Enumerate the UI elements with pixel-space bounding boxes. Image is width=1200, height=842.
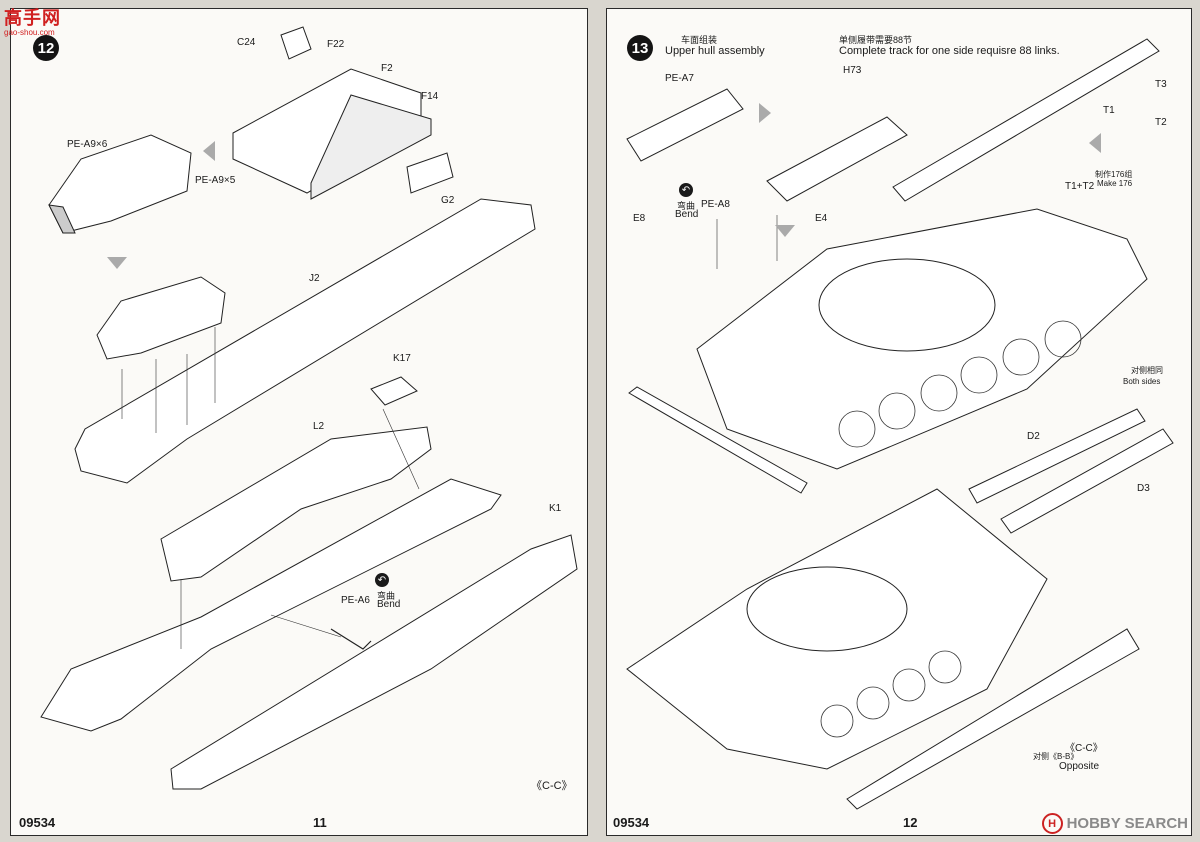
label-pe-a6: PE-A6 [341,595,370,606]
t3-track-drawing [892,38,1160,202]
step-13-badge: 13 [627,35,653,61]
j2-plate-drawing [74,198,536,484]
label-e4: E4 [815,213,828,224]
side-tube-drawing [628,386,808,494]
d3-part-drawing [1000,428,1174,534]
hull-assembly-drawing [696,208,1148,470]
label-both-sides-en: Both sides [1123,377,1161,386]
watermark-title: 高手网 [4,8,61,28]
label-f14: F14 [421,91,439,102]
step-12-badge: 12 [33,35,59,61]
label-section-cc: 《C-C》 [531,780,573,792]
label-t2: T2 [1155,117,1167,128]
label-make-en: Make 176 [1097,179,1133,188]
assembly-arrow-icon [203,141,215,161]
label-both-sides-cn: 对侧相同 [1131,366,1163,375]
label-pe-a8: PE-A8 [701,199,730,210]
label-j2: J2 [309,273,320,284]
pe-a6-part-drawing [330,628,372,650]
k1-l2-assembly-drawing [40,478,502,732]
assembly-arrow-icon [107,257,127,269]
instruction-page-12: 13 车面组装 Upper hull assembly 单侧履带需要88节 Co… [606,8,1192,836]
fender-assembly-drawing [846,628,1140,810]
c24-part-drawing [280,26,312,60]
e4-grille-drawing [766,116,908,202]
stowage-box-assembled-drawing [96,276,226,360]
hobby-search-logo-icon: H [1041,813,1063,834]
k1-fender-drawing [170,534,578,790]
title-cn: 车面组装 [681,35,718,45]
e8-grille-drawing [626,88,744,162]
label-c24: C24 [237,37,256,48]
label-t1-t2: T1+T2 [1065,181,1095,192]
label-h73: H73 [843,65,862,76]
final-hull-drawing [626,488,1048,770]
label-make-cn: 制作176组 [1095,170,1133,179]
track-note-en: Complete track for one side requisre 88 … [839,45,1060,57]
gaoshou-watermark: 高手网 gao-shou.com [4,4,61,37]
assembly-arrow-icon [1089,133,1101,153]
track-note-cn: 单侧履带需要88节 [839,35,913,45]
title-en: Upper hull assembly [665,45,765,57]
label-l2: L2 [313,421,325,432]
k17-part-drawing [370,376,418,406]
label-opposite-bb: 对侧《B-B》 [1033,752,1079,761]
label-pe-a7: PE-A7 [665,73,694,84]
step-13-drawing [626,38,1174,810]
label-bend-en: Bend [377,599,401,610]
label-opposite: Opposite [1059,761,1100,772]
bend-note-icon: ↶ [679,183,693,197]
label-pe-a9-5: PE-A9×5 [195,175,236,186]
footer-page-number: 11 [313,815,327,830]
d2-part-drawing [968,408,1146,504]
label-k17: K17 [393,353,411,364]
footer-page-number: 12 [903,815,918,830]
bend-icon: ↶ [375,573,389,587]
hobby-search-text: HOBBY SEARCH [1066,815,1188,832]
label-t3: T3 [1155,79,1167,90]
assembly-arrow-icon [775,225,795,237]
footer-product-code: 09534 [19,815,56,830]
label-f22: F22 [327,39,345,50]
label-d3: D3 [1137,483,1150,494]
watermark-subtitle: gao-shou.com [4,28,55,37]
label-g2: G2 [441,195,455,206]
label-pe-a9-6: PE-A9×6 [67,139,108,150]
label-bend-cn: 弯曲 [377,591,396,601]
label-k1: K1 [549,503,562,514]
hobby-search-watermark: H HOBBY SEARCH [1041,813,1188,834]
label-cc: 《C-C》 [1065,743,1103,754]
label-bend-cn: 弯曲 [677,201,696,211]
instruction-page-11: 12 C24 F22 F2 F14 G2 PE-A9×6 PE-A9×5 J2 … [10,8,588,836]
label-bend-en: Bend [675,209,699,220]
label-e8: E8 [633,213,646,224]
label-t1: T1 [1103,105,1115,116]
label-d2: D2 [1027,431,1040,442]
assembly-arrow-icon [759,103,771,123]
label-f2: F2 [381,63,393,74]
g2-part-drawing [406,152,454,194]
footer-product-code: 09534 [613,815,650,830]
step-12-drawing [40,26,578,790]
